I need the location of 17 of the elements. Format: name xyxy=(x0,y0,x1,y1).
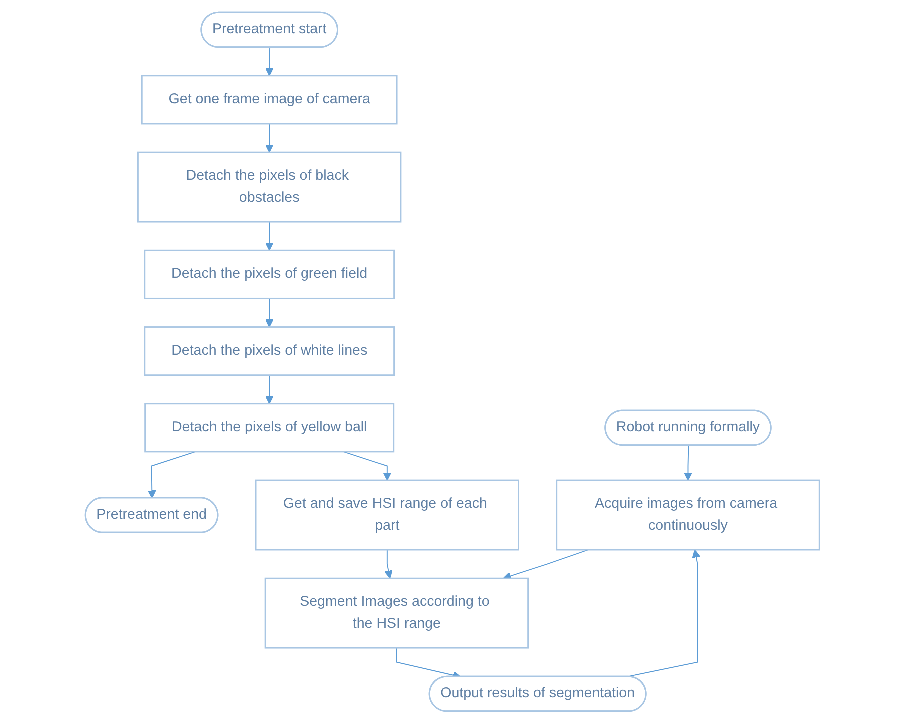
arrow xyxy=(265,374,274,404)
node-box: Get and save HSI range of each part xyxy=(255,480,520,551)
arrow xyxy=(684,445,692,481)
arrow xyxy=(265,124,274,153)
arrow xyxy=(384,550,393,579)
arrow xyxy=(265,298,274,328)
node-box: Get one frame image of camera xyxy=(141,75,398,125)
node-box: Detach the pixels of yellow ball xyxy=(144,403,394,453)
node-box: Detach the pixels of white lines xyxy=(144,326,395,376)
arrow xyxy=(148,451,196,499)
node-box: Detach the pixels of green field xyxy=(144,250,395,300)
node-box: Segment Images according to the HSI range xyxy=(264,578,529,649)
arrow xyxy=(265,47,274,76)
node-box: Detach the pixels of black obstacles xyxy=(137,152,402,223)
arrow xyxy=(265,222,274,251)
node-box: Acquire images from camera continuously xyxy=(556,480,820,551)
arrow xyxy=(342,451,392,481)
